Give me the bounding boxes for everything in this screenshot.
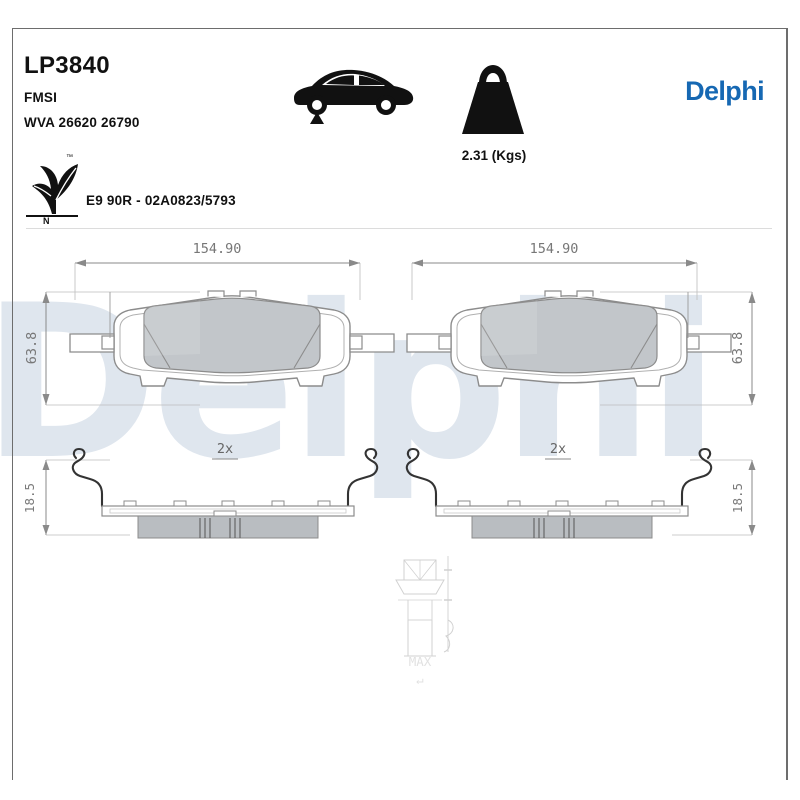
sheet-frame [12,28,788,780]
dimension-thickness-left-value: 18.5 [22,483,37,513]
eco-underline [26,215,78,217]
wear-indicator-detail: MAX ↵ [395,556,454,687]
delphi-logo: Delphi [685,76,765,106]
dimension-thickness-right-value: 18.5 [730,483,745,513]
pad-left-group: 154.90 63.8 2x [22,241,395,539]
wva-reference: WVA 26620 26790 [24,115,140,130]
wear-indicator-max-label: MAX [409,654,432,669]
pad-left-top-view [69,290,395,387]
spring-clip-left-2 [346,447,379,508]
pad-right-group: 154.90 63.8 2x [405,241,756,539]
spring-clip-right-2 [680,447,713,508]
eco-mark-letter: N [43,216,50,226]
header-block: LP3840 FMSI WVA 26620 26790 ™ N E9 90R -… [14,30,786,228]
detail-arrow-glyph: ↵ [416,672,424,687]
header-divider [26,228,772,229]
quantity-right-value: 2x [550,441,566,457]
car-front-axle-icon [286,64,418,128]
dimension-width-left: 154.90 [74,241,361,300]
dimension-height-left: 63.8 [24,291,200,406]
homologation-code: E9 90R - 02A0823/5793 [86,193,236,208]
quantity-label-left: 2x [212,441,238,460]
eco-leaf-icon [26,152,82,216]
dimension-thickness-right: 18.5 [672,459,756,536]
weight-kettlebell-icon [438,60,548,138]
weight-value: 2.31 (Kgs) [461,148,527,163]
quantity-left-value: 2x [217,441,233,457]
dimension-width-right-value: 154.90 [530,241,579,257]
dimension-width-right: 154.90 [411,241,698,300]
pad-right-side-view [435,500,689,539]
dimension-height-right-value: 63.8 [730,332,746,365]
dimension-height-left-value: 63.8 [24,332,40,365]
trademark-symbol: ™ [66,154,73,161]
quantity-label-right: 2x [545,441,571,460]
page-title-part-number: LP3840 [24,52,110,79]
spring-clip-right-1 [405,447,438,508]
dimension-width-left-value: 154.90 [193,241,242,257]
dimension-thickness-left: 18.5 [22,459,130,536]
sheet-frame-right-edge [786,28,788,780]
pad-left-side-view [101,500,355,539]
pad-right-top-view [406,290,732,387]
dimension-height-right: 63.8 [600,291,756,406]
spring-clip-left-1 [71,447,104,508]
fmsi-label: FMSI [24,90,58,105]
